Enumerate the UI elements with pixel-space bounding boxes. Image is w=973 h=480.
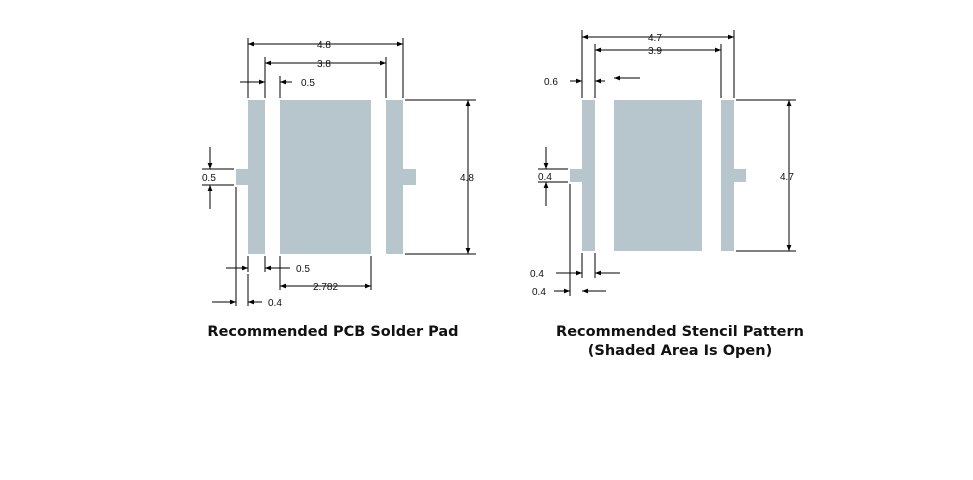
stencil-label-tab-width: 0.4 xyxy=(532,287,546,298)
stencil-left-tab xyxy=(570,169,582,182)
stencil-caption-line1: Recommended Stencil Pattern xyxy=(556,324,804,340)
pcb-left-tab xyxy=(236,169,248,185)
stencil-label-gap-bottom: 0.4 xyxy=(530,269,544,280)
stencil-label-side-pad-width: 0.6 xyxy=(544,77,558,88)
stencil-label-total-width: 4.7 xyxy=(648,33,662,44)
stencil-label-center-span: 3.9 xyxy=(648,46,662,57)
pcb-label-height: 4.8 xyxy=(460,173,474,184)
stencil-center-pad xyxy=(614,100,702,251)
pcb-left-pad xyxy=(248,100,265,254)
pcb-right-pad xyxy=(386,100,403,254)
pcb-label-gap-top: 0.5 xyxy=(301,78,315,89)
stencil-right-tab xyxy=(734,169,746,182)
stencil-label-height: 4.7 xyxy=(780,172,794,183)
stencil-left-pad xyxy=(582,100,595,251)
pcb-label-center-pad-width: 2.782 xyxy=(313,282,338,293)
pcb-label-total-width: 4.8 xyxy=(317,40,331,51)
pcb-center-pad xyxy=(280,100,371,254)
pcb-label-tab-width: 0.4 xyxy=(268,298,282,309)
stencil-right-pad xyxy=(721,100,734,251)
pcb-label-tab-height: 0.5 xyxy=(202,173,216,184)
pcb-label-center-span: 3.8 xyxy=(317,59,331,70)
pcb-caption: Recommended PCB Solder Pad xyxy=(207,324,459,340)
stencil-caption-line2: (Shaded Area Is Open) xyxy=(587,343,773,359)
pcb-label-gap-bottom: 0.5 xyxy=(296,264,310,275)
stencil-pattern-group: 4.7 3.9 0.6 4.7 0.4 0.4 0.4 xyxy=(530,30,796,298)
stencil-label-tab-height: 0.4 xyxy=(538,172,552,183)
pcb-solder-pad-group: 4.8 3.8 0.5 4.8 0.5 0.5 2.782 0.4 xyxy=(202,38,476,309)
pcb-right-tab xyxy=(403,169,416,185)
